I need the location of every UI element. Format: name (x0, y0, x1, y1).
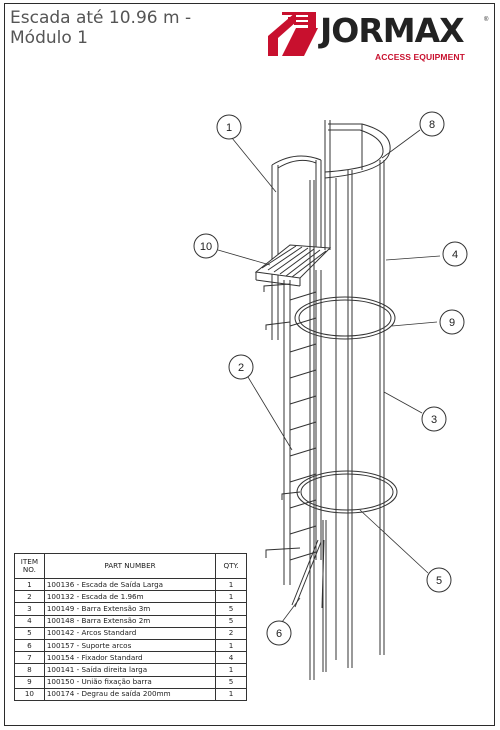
svg-text:8: 8 (429, 119, 435, 131)
logo-stairs-icon (268, 12, 318, 56)
svg-text:1: 1 (226, 122, 232, 134)
bom-item-no: 2 (14, 590, 45, 604)
logo-brand-text: JORMAX (320, 11, 465, 50)
svg-text:10: 10 (200, 241, 212, 253)
title-line-2: Módulo 1 (10, 28, 88, 48)
callout-8: 8 (419, 111, 445, 137)
bom-part-number: 100148 - Barra Extensão 2m (43, 614, 217, 628)
cage-top-exit (324, 120, 391, 250)
bom-qty: 5 (215, 675, 247, 689)
bom-item-no: 4 (14, 614, 45, 628)
callout-leaders (217, 129, 441, 623)
svg-text:6: 6 (276, 628, 282, 640)
bom-part-number: 100132 - Escada de 1.96m (43, 590, 217, 604)
callout-6: 6 (266, 620, 292, 646)
svg-text:3: 3 (431, 414, 437, 426)
callout-5: 5 (426, 567, 452, 593)
bom-part-number: 100150 - União fixação barra (43, 675, 217, 689)
bom-part-number: 100136 - Escada de Saída Larga (43, 577, 217, 592)
cage-vertical-bars (309, 160, 385, 680)
bom-part-number: 100149 - Barra Extensão 3m (43, 602, 217, 616)
callout-3: 3 (421, 406, 447, 432)
bom-qty: 1 (215, 663, 247, 677)
bom-part-number: 100154 - Fixador Standard (43, 651, 217, 665)
callout-9: 9 (439, 309, 465, 335)
bom-part-number: 100141 - Saída direita larga (43, 663, 217, 677)
bom-header-row: ITEM NO. PART NUMBER QTY. (14, 553, 247, 579)
bom-part-number: 100157 - Suporte arcos (43, 638, 217, 653)
svg-text:5: 5 (436, 575, 442, 587)
bom-header-item: ITEM NO. (14, 553, 45, 579)
bom-qty: 2 (215, 626, 247, 640)
cage-hoops (294, 296, 398, 514)
bom-part-number: 100174 - Degrau de saída 200mm (43, 687, 217, 701)
callout-1: 1 (216, 114, 242, 140)
bom-item-no: 1 (14, 577, 45, 592)
logo-tagline: ACCESS EQUIPMENT (375, 52, 465, 62)
bom-qty: 1 (215, 577, 247, 592)
hoop-support-arms (291, 539, 325, 609)
bom-item-no: 3 (14, 602, 45, 616)
bom-qty: 4 (215, 651, 247, 665)
bom-item-no: 7 (14, 651, 45, 665)
bom-part-number: 100142 - Arcos Standard (43, 626, 217, 640)
bom-qty: 5 (215, 602, 247, 616)
svg-text:9: 9 (449, 317, 455, 329)
bom-qty: 5 (215, 614, 247, 628)
bom-item-no: 9 (14, 675, 45, 689)
title-line-1: Escada até 10.96 m - (10, 8, 192, 28)
bom-qty: 1 (215, 687, 247, 701)
bom-item-no: 8 (14, 663, 45, 677)
jormax-logo-mark (268, 12, 318, 56)
bom-item-no: 10 (14, 687, 45, 701)
drawing-title: Escada até 10.96 m - Módulo 1 (10, 8, 191, 48)
bom-item-no: 5 (14, 626, 45, 640)
svg-text:4: 4 (452, 249, 458, 261)
callout-10: 10 (193, 233, 219, 259)
main-ladder (263, 270, 322, 585)
exit-step (254, 244, 332, 287)
bom-qty: 1 (215, 590, 247, 604)
logo-registered-mark: ® (484, 17, 489, 23)
bom-header-part-number: PART NUMBER (43, 553, 217, 579)
callout-4: 4 (442, 241, 468, 267)
exit-ladder (271, 155, 322, 340)
bom-header-qty: QTY. (215, 553, 247, 579)
bom-qty: 1 (215, 638, 247, 653)
svg-text:2: 2 (238, 362, 244, 374)
callout-2: 2 (228, 354, 254, 380)
bom-item-no: 6 (14, 638, 45, 653)
callout-balloons: 1 8 10 4 9 2 3 5 (193, 111, 468, 646)
